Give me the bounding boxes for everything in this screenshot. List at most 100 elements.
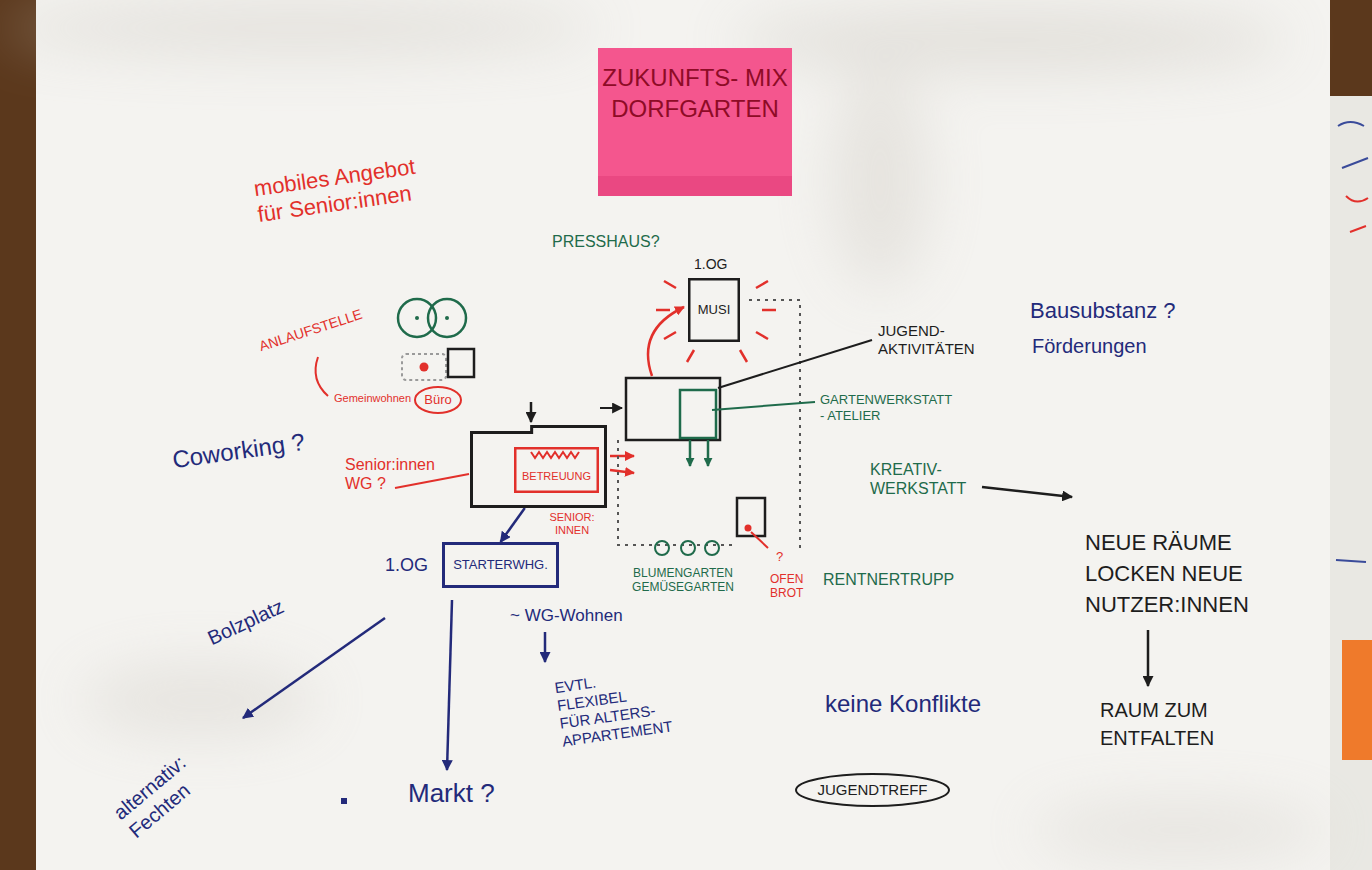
handwritten-note: Bausubstanz ?	[1030, 298, 1176, 324]
ring-dot	[415, 316, 419, 320]
red-arrow	[610, 470, 634, 473]
office-ellipse: Büro	[414, 386, 462, 414]
neighbour-scribble	[1336, 122, 1368, 562]
handwritten-note: BLUMENGARTEN GEMÜSEGARTEN	[628, 566, 738, 595]
handwritten-note: Förderungen	[1032, 334, 1147, 358]
handwritten-note: Markt ?	[408, 778, 495, 809]
youth-club-oval-border	[796, 774, 949, 806]
green-arrow	[707, 440, 710, 466]
handwritten-note: EVTL. FLEXIBEL FÜR ALTERS- APPARTEMENT	[553, 665, 662, 750]
label-anchor: Förderungen	[1032, 334, 1147, 358]
label-anchor: Markt ?	[408, 778, 495, 809]
sticky-note	[598, 48, 792, 196]
music-room-box: MUSI	[688, 278, 740, 342]
flow-arrow	[501, 508, 525, 542]
dotted-area	[749, 300, 800, 548]
sound-rays	[656, 281, 776, 362]
main-house-border	[472, 427, 606, 507]
crease	[80, 664, 320, 736]
blue-arrow	[243, 618, 385, 718]
handwritten-note: RAUM ZUM ENTFALTEN	[1100, 696, 1240, 752]
paper-creases	[0, 4, 1330, 858]
handwritten-note: ?	[776, 549, 783, 565]
music-room-box-border	[689, 279, 739, 341]
main-house-shape	[470, 425, 607, 508]
crossed-out-word	[531, 452, 579, 458]
label-anchor: NEUE RÄUME LOCKEN NEUE NUTZER:INNEN	[1085, 528, 1285, 620]
title-anchor: ZUKUNFTS- MIX DORFGARTEN	[598, 62, 792, 124]
handwritten-note: keine Konflikte	[825, 690, 981, 719]
orange-note	[1342, 640, 1372, 760]
node-text: JUGENDTREFF	[818, 781, 928, 798]
label-anchor: RAUM ZUM ENTFALTEN	[1100, 696, 1240, 752]
red-arrow	[648, 307, 684, 376]
red-dot	[745, 525, 752, 532]
connector-group	[501, 508, 525, 542]
dashed-plot	[402, 354, 446, 380]
crease	[1030, 802, 1330, 858]
entry-arrow	[530, 402, 533, 422]
handwritten-note: ~ WG-Wohnen	[510, 606, 623, 626]
entry-arrow	[600, 407, 622, 409]
handwritten-note: KREATIV- WERKSTATT	[870, 460, 970, 498]
black-arrow	[1147, 630, 1150, 686]
handwritten-note: Senior:innen WG ?	[345, 455, 445, 493]
crease	[730, 10, 1290, 70]
label-anchor: GARTENWERKSTATT - ATELIER	[820, 392, 940, 423]
neighbour-scribble	[1346, 196, 1368, 232]
starter-flat-box-border	[444, 544, 558, 587]
node-text: BETREUUNG	[522, 470, 591, 483]
care-box: BETREUUNG	[514, 447, 599, 493]
sticky-note-shade	[598, 176, 792, 196]
label-anchor: keine Konflikte	[825, 690, 981, 719]
red-arrow	[610, 455, 634, 458]
label-anchor: ?	[776, 549, 783, 565]
youth-club-oval: JUGENDTREFF	[795, 773, 950, 807]
crease	[0, 4, 600, 52]
handwritten-note: Gemeinwohnen	[334, 392, 411, 405]
handwritten-note: 1.OG	[385, 555, 428, 577]
handwritten-note: GARTENWERKSTATT - ATELIER	[820, 392, 940, 423]
main-house: SENIOR: INNEN BETREUUNG	[470, 425, 607, 536]
black-arrow	[982, 487, 1072, 497]
label-anchor: RENTNERTRUPP	[823, 570, 954, 589]
paper-sheet	[36, 0, 1330, 870]
handwritten-note: PRESSHAUS?	[552, 232, 660, 251]
workshop-room	[680, 390, 716, 438]
leader-line	[712, 402, 815, 410]
label-anchor: PRESSHAUS?	[552, 232, 660, 251]
label-anchor: JUGEND- AKTIVITÄTEN	[878, 322, 990, 358]
ring-symbol	[398, 299, 436, 337]
care-box-border	[515, 448, 598, 492]
label-anchor: ~ WG-Wohnen	[510, 606, 623, 626]
red-dot	[420, 363, 429, 372]
label-anchor: OFEN BROT	[770, 572, 810, 601]
flower-symbol	[681, 541, 695, 555]
handwritten-note: NEUE RÄUME LOCKEN NEUE NUTZER:INNEN	[1085, 528, 1285, 620]
office-ellipse-border	[415, 387, 461, 413]
small-building	[448, 349, 474, 377]
leader-line	[395, 474, 469, 488]
node-text: SENIOR: INNEN	[547, 511, 597, 536]
leader-line	[751, 532, 768, 548]
green-arrow	[689, 440, 692, 466]
ring-dot	[445, 316, 449, 320]
diagram-title: ZUKUNFTS- MIX DORFGARTEN	[598, 62, 792, 124]
handwritten-note: RENTNERTRUPP	[823, 570, 954, 589]
node-text: MUSI	[698, 303, 731, 318]
garden-building	[626, 378, 720, 440]
dotted-area	[618, 440, 735, 545]
leader-line	[316, 357, 328, 396]
label-anchor: EVTL. FLEXIBEL FÜR ALTERS- APPARTEMENT	[553, 665, 662, 750]
label-anchor: KREATIV- WERKSTATT	[870, 460, 970, 498]
label-anchor: Gemeinwohnen	[334, 392, 411, 405]
handwritten-note: OFEN BROT	[770, 572, 810, 601]
node-text: Büro	[424, 393, 451, 408]
handwritten-note: 1.OG	[694, 256, 727, 273]
crease	[830, 70, 930, 290]
starter-flat-box: STARTERWHG.	[442, 542, 559, 588]
flower-symbol	[705, 541, 719, 555]
label-anchor: 1.OG	[385, 555, 428, 577]
